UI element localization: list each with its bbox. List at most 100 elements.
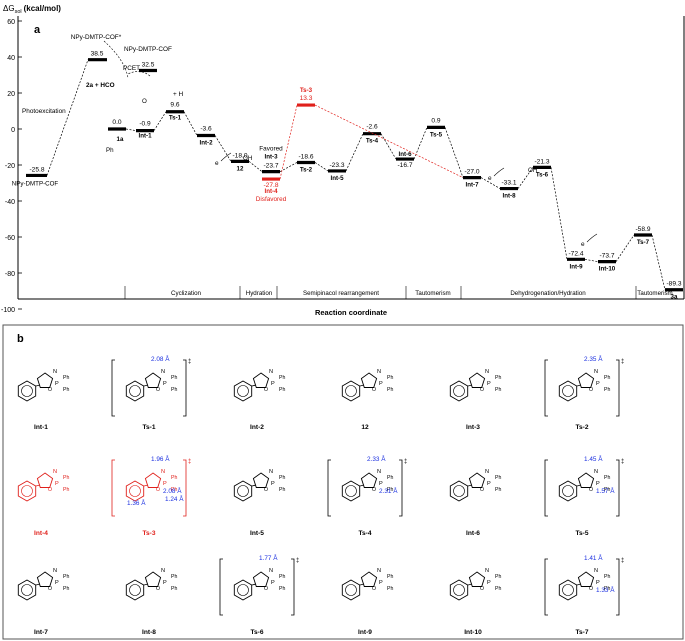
atom-label: Ph [495,475,501,481]
pyrroline-ring [252,472,270,488]
benzene-ring [233,380,253,402]
electron-label: e [488,175,492,182]
benzene-ring [341,579,361,601]
atom-label: Ph [387,574,393,580]
level-name: NPy-DMTP-COF [12,180,59,187]
atom-label: O [589,487,593,493]
bond-distance: 1.45 Å [584,454,603,463]
connector-disfavored [314,104,464,178]
bond-distance: 2.33 Å [367,454,386,463]
atom-label: Ph [171,574,177,580]
structure-name: 12 [361,424,369,431]
bond [143,384,149,387]
ts-bracket [111,359,115,417]
bond [467,583,473,586]
y-tick-label: 0 [11,127,15,134]
benzene-ring [449,480,469,502]
level-name: Ts-2 [300,166,313,173]
structure-name: Int-9 [358,629,372,636]
atom-label: Ph [63,387,69,393]
atom-label: P [55,580,59,586]
structure-name: Int-3 [466,424,480,431]
bond [359,384,365,387]
benzene-ring [233,579,253,601]
atom-label: P [271,580,275,586]
atom-label: Ph [171,387,177,393]
ts-bracket [327,459,331,517]
bond-distance: 2.35 Å [584,354,603,363]
level-name: NPy-DMTP-COF* [71,34,122,41]
atom-label: P [379,481,383,487]
energy-value: -89.3 [666,281,681,288]
connector [517,167,534,189]
pyrroline-ring [468,472,486,488]
aromatic-circle [345,385,357,397]
double-dagger: ‡ [621,558,624,564]
h2co3-label: + H [173,91,184,98]
bond [35,583,41,586]
pyrroline-ring [144,472,162,488]
connector [550,167,568,260]
energy-value: -25.8 [29,166,44,173]
benzene-ring [125,380,145,402]
favored-label: Favored [259,146,283,153]
energy-value: 32.5 [142,62,155,69]
atom-label: O [480,586,484,592]
level-name: Ts-1 [169,115,182,122]
atom-label: N [485,568,489,574]
atom-label: O [48,487,52,493]
reactant-label: 2a + HCO [86,82,115,89]
aromatic-circle [21,485,33,497]
aromatic-circle [21,584,33,596]
atom-label: O [372,487,376,493]
bond [143,583,149,586]
atom-label: Ph [604,475,610,481]
atom-label: O [480,387,484,393]
bond [251,583,257,586]
atom-label: P [596,580,600,586]
atom-label: Ph [387,375,393,381]
atom-label: P [163,580,167,586]
aromatic-circle [237,485,249,497]
energy-value: 13.3 [300,95,313,102]
level-name: Ts-4 [366,138,379,145]
level-name: Int-5 [330,175,344,182]
bond-distance: 1.41 Å [584,553,603,562]
benzene-ring [125,579,145,601]
level-name: Int-2 [199,139,213,146]
ts-bracket [183,359,187,417]
bond [143,484,149,487]
energy-value: -27.0 [464,169,479,176]
atom-label: N [594,369,598,375]
bond [359,484,365,487]
aromatic-circle [345,485,357,497]
atom-label: O [156,387,160,393]
atom-label: Ph [604,375,610,381]
structure-name: Int-10 [464,629,482,636]
pyrroline-ring [577,571,595,587]
structure-name: Ts-1 [142,424,155,431]
structure-name: Ts-5 [575,530,588,537]
atom-label: Ph [495,375,501,381]
ts-bracket [111,459,115,517]
atom-label: P [379,381,383,387]
benzene-ring [449,380,469,402]
atom-label: N [594,568,598,574]
aromatic-circle [129,385,141,397]
level-name: Ts-5 [430,131,443,138]
atom-label: Ph [495,487,501,493]
level-name: Int-9 [569,263,583,270]
benzene-ring [558,579,578,601]
energy-value: -23.7 [263,163,278,170]
energy-value: -16.7 [397,162,412,169]
atom-label: Ph [387,475,393,481]
atom-label: Ph [63,475,69,481]
pyrroline-ring [360,372,378,388]
